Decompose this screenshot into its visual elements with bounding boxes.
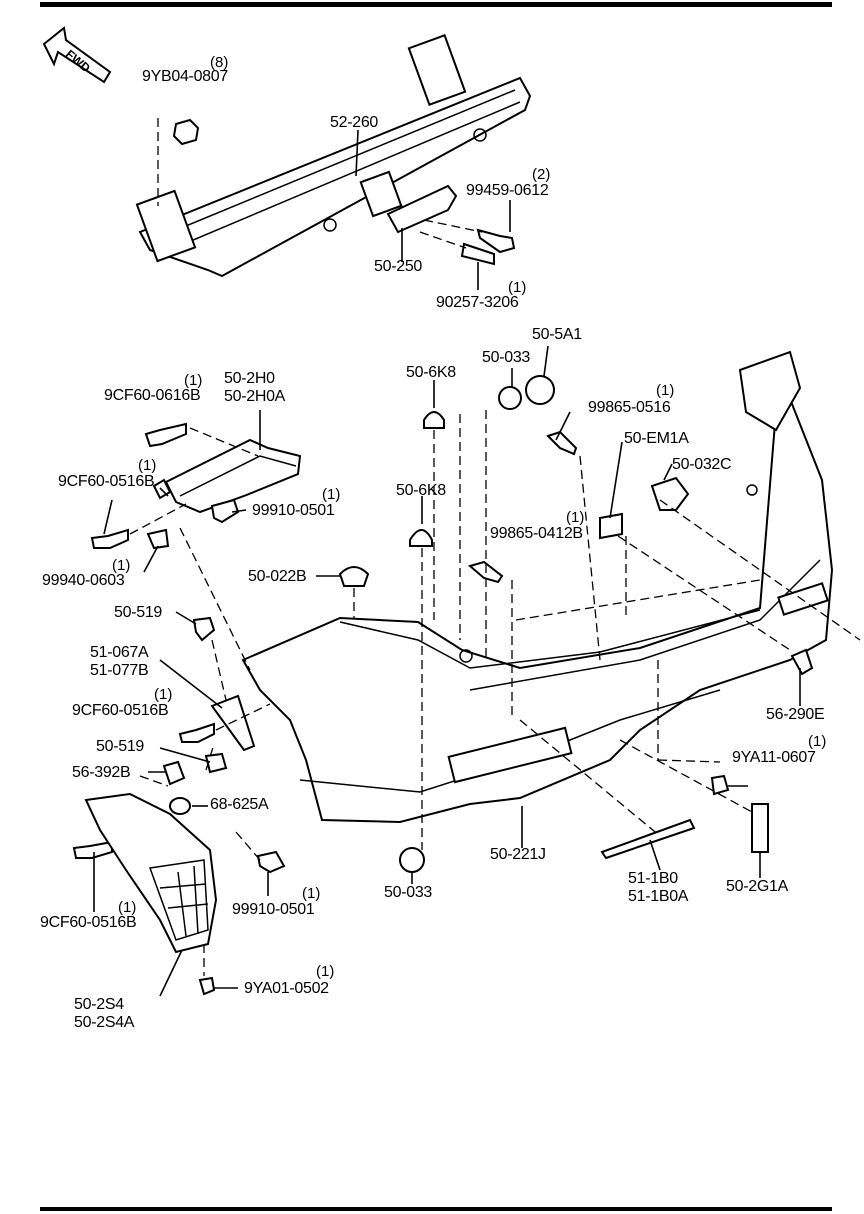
qty-label: (1): [808, 733, 827, 750]
bumper-reinforcement: [135, 34, 532, 278]
top-border: [40, 2, 832, 7]
bumper-fascia: [241, 350, 834, 824]
mudguard: [84, 792, 218, 954]
part-number-label: 50-519: [114, 604, 163, 621]
qty-label: (1): [322, 486, 341, 503]
qty-label: (1): [184, 372, 203, 389]
part-number-label: 9YA01-0502: [244, 980, 329, 997]
assembly-lines: [129, 410, 861, 976]
part-number-label: 50-6K8: [396, 482, 446, 499]
part-number-label: 90257-3206: [436, 294, 519, 311]
qty-label: (1): [566, 509, 585, 526]
part-number-label: 9CF60-0516B: [72, 702, 169, 719]
part-number-label: 99910-0501: [252, 502, 335, 519]
qty-label: (1): [138, 457, 157, 474]
part-number-label: 50-2G1A: [726, 878, 788, 895]
part-number-label: 99910-0501: [232, 901, 315, 918]
part-number-label: 50-2H0: [224, 370, 275, 387]
fwd-arrow-icon: [42, 26, 112, 84]
part-number-label: 51-077B: [90, 662, 149, 679]
qty-label: (2): [532, 166, 551, 183]
part-number-label: 50-5A1: [532, 326, 582, 343]
part-number-label: 50-033: [384, 884, 433, 901]
qty-label: (1): [112, 557, 131, 574]
part-number-label: 51-1B0: [628, 870, 678, 887]
part-number-label: 50-022B: [248, 568, 307, 585]
qty-label: (8): [210, 54, 229, 71]
part-number-label: 50-221J: [490, 846, 546, 863]
part-number-label: 99940-0603: [42, 572, 125, 589]
part-number-label: 50-EM1A: [624, 430, 689, 447]
part-number-label: 50-033: [482, 349, 531, 366]
part-number-label: 50-6K8: [406, 364, 456, 381]
part-number-label: 51-1B0A: [628, 888, 689, 905]
part-number-label: 99865-0412B: [490, 525, 583, 542]
part-number-label: 9CF60-0516B: [40, 914, 137, 931]
part-number-label: 50-2S4A: [74, 1014, 135, 1031]
part-number-label: 56-392B: [72, 764, 131, 781]
part-number-label: 52-260: [330, 114, 379, 131]
qty-label: (1): [302, 885, 321, 902]
qty-label: (1): [316, 963, 335, 980]
molding-icon: [600, 818, 696, 860]
part-number-label: 50-2H0A: [224, 388, 286, 405]
part-number-label: 9CF60-0616B: [104, 387, 201, 404]
part-number-label: 99865-0516: [588, 399, 671, 416]
qty-label: (1): [508, 279, 527, 296]
qty-label: (1): [118, 899, 137, 916]
center-bracket: [386, 184, 516, 266]
qty-label: (1): [656, 382, 675, 399]
part-number-label: 9YA11-0607: [732, 749, 816, 766]
tape-icon: [751, 803, 769, 853]
bottom-border: [40, 1207, 832, 1211]
part-number-label: 56-290E: [766, 706, 825, 723]
bolt-icon: [72, 422, 215, 859]
part-number-label: 50-2S4: [74, 996, 124, 1013]
leader-lines: [93, 129, 801, 997]
part-number-label: 9YB04-0807: [142, 68, 228, 85]
qty-label: (1): [154, 686, 173, 703]
part-number-label: 68-625A: [210, 796, 269, 813]
part-number-label: 50-519: [96, 738, 145, 755]
side-bracket-lower: [210, 694, 256, 752]
nut-icon: [172, 118, 200, 146]
part-number-label: 9CF60-0516B: [58, 473, 155, 490]
part-number-label: 50-250: [374, 258, 423, 275]
part-number-label: 99459-0612: [466, 182, 549, 199]
part-number-label: 50-032C: [672, 456, 732, 473]
part-number-label: 51-067A: [90, 644, 149, 661]
